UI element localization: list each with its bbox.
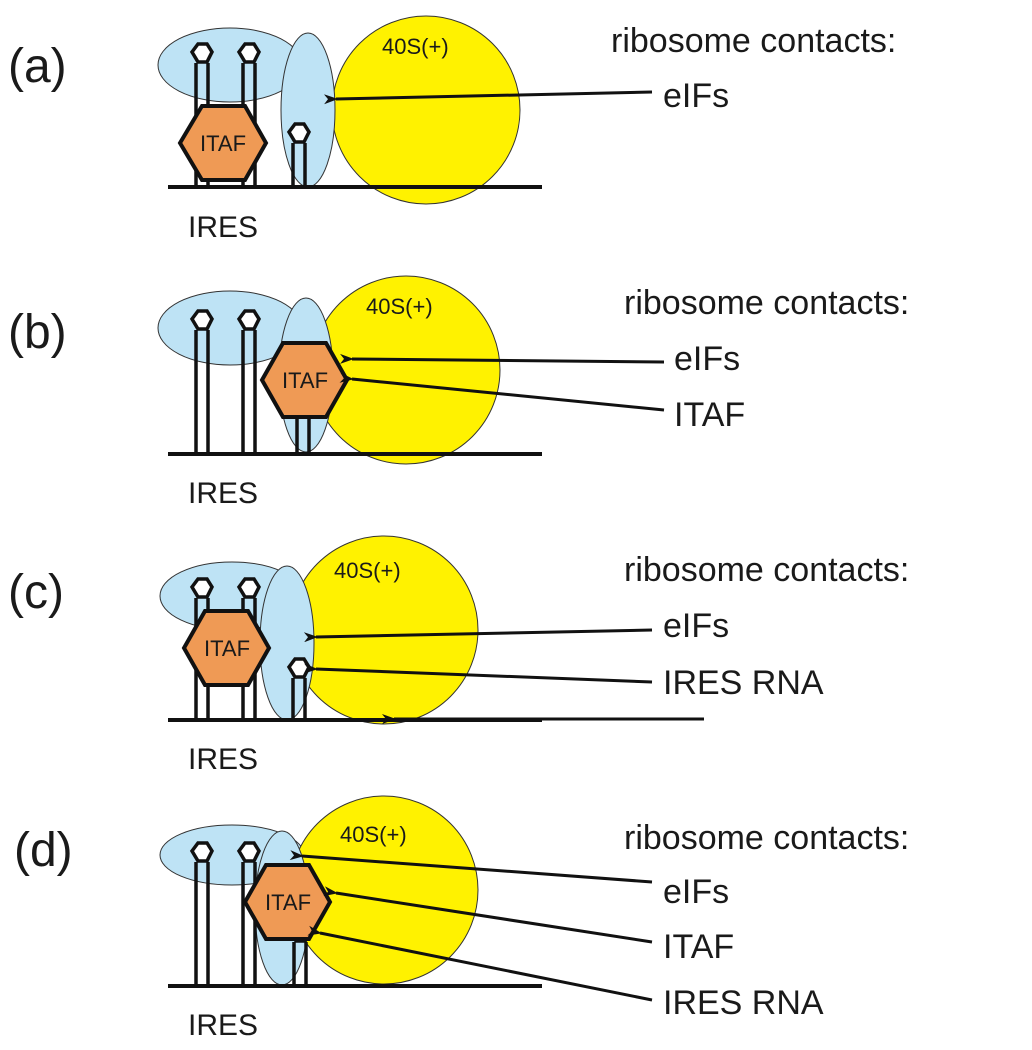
contacts-title: ribosome contacts: [624, 284, 909, 322]
ribosome-label: 40S(+) [366, 294, 433, 319]
contact-item-itaf: ITAF [674, 396, 745, 434]
panel-label: (a) [8, 40, 67, 93]
panel-label: (c) [8, 566, 64, 619]
ribosome-label: 40S(+) [382, 34, 449, 59]
contact-item-eifs: eIFs [663, 607, 729, 645]
arrow-ires-rna [303, 663, 653, 684]
itaf-label: ITAF [204, 636, 250, 661]
panel-c: (c) 40S(+) ITAF IRES ribosome contacts: … [8, 535, 909, 776]
itaf-label: ITAF [265, 890, 311, 915]
itaf-protein [177, 104, 269, 182]
ires-label: IRES [188, 743, 258, 776]
ires-label: IRES [188, 477, 258, 510]
eif-complex [157, 27, 303, 103]
ires-stem-loop [189, 309, 215, 454]
itaf-protein [242, 863, 333, 941]
contact-item-itaf: ITAF [663, 928, 734, 966]
itaf-label: ITAF [282, 368, 328, 393]
ires-label: IRES [188, 1009, 258, 1042]
arrow-itaf [323, 886, 653, 944]
arrow-eifs [303, 628, 653, 643]
arrow-eifs [339, 353, 665, 364]
contacts-title: ribosome contacts: [611, 22, 896, 60]
contact-item-eifs: eIFs [663, 77, 729, 115]
ires-stem-loop [236, 841, 262, 986]
arrow-eifs [289, 850, 653, 884]
contact-item-eifs: eIFs [663, 873, 729, 911]
panel-d: (d) 40S(+) ITAF IRES ribosome contacts: … [14, 795, 909, 1042]
ribosome-label: 40S(+) [340, 822, 407, 847]
arrow-eifs [323, 90, 653, 105]
contacts-title: ribosome contacts: [624, 819, 909, 857]
ires-stem-loop [236, 309, 262, 454]
ires-stem-loop [189, 841, 215, 986]
eif-complex [280, 32, 336, 188]
contact-item-ires-rna: IRES RNA [663, 984, 824, 1022]
arrow-ires-rna [307, 925, 653, 1002]
ires-stem-loop [286, 122, 312, 187]
itaf-protein [181, 609, 272, 687]
contact-item-ires-rna: IRES RNA [663, 664, 824, 702]
contacts-title: ribosome contacts: [624, 551, 909, 589]
ribosome-label: 40S(+) [334, 558, 401, 583]
ires-label: IRES [188, 211, 258, 244]
panel-b: (b) 40S(+) ITAF IRES ribosome contacts: … [8, 275, 909, 510]
panel-a: (a) 40S(+) ITAF IRES ribosome contacts: … [8, 15, 896, 244]
itaf-label: ITAF [200, 131, 246, 156]
arrow-itaf [339, 372, 665, 412]
contact-item-eifs: eIFs [674, 340, 740, 378]
panel-label: (d) [14, 824, 73, 877]
panel-label: (b) [8, 306, 67, 359]
